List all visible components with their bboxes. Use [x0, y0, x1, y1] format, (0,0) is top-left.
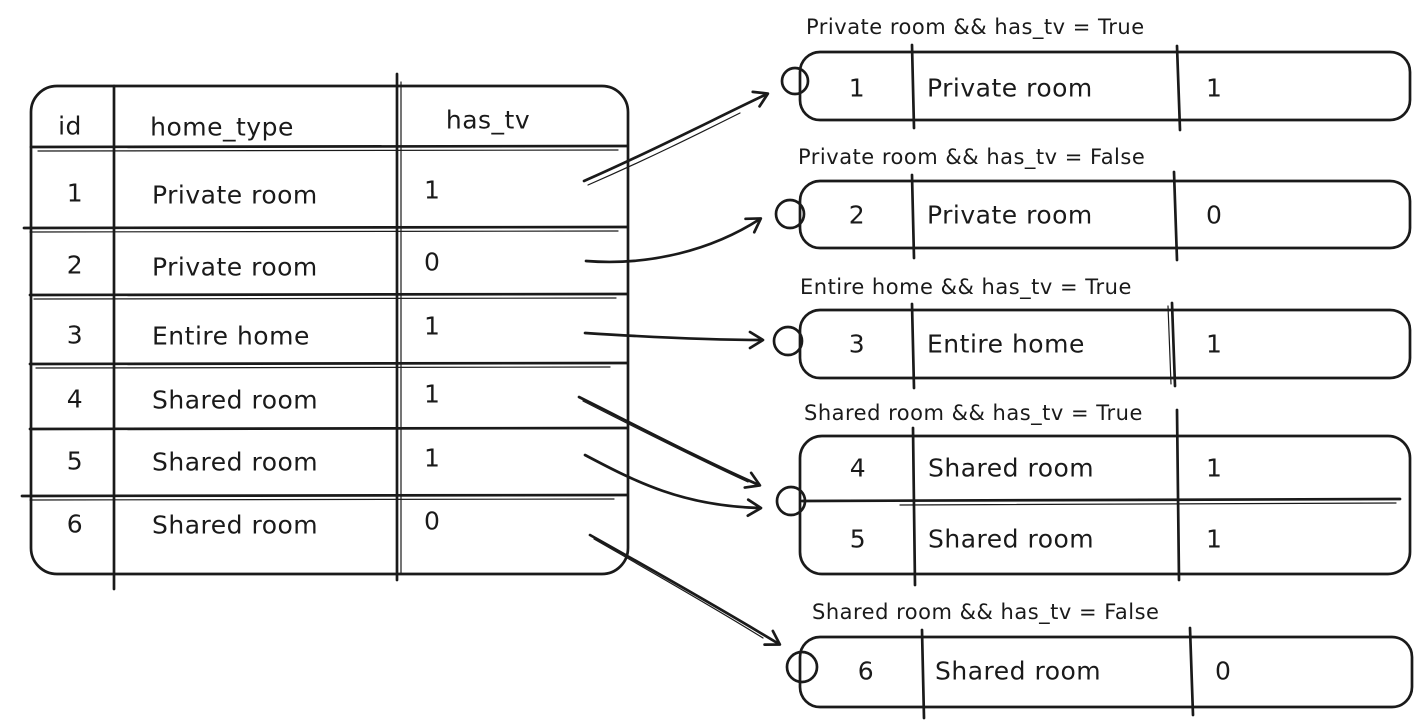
group-cell-home-type: Shared room — [928, 453, 1095, 483]
group-5-connector-circle — [785, 650, 819, 684]
arrow-row5-to-group4 — [583, 453, 763, 518]
arrow-row3-to-group3 — [583, 330, 765, 350]
group-2-box — [798, 179, 1412, 250]
table-row-divider-1-echo — [29, 230, 619, 233]
table-cell-has-tv: 0 — [424, 247, 441, 277]
group-cell-has-tv: 1 — [1206, 453, 1223, 483]
table-row-divider-3 — [28, 361, 629, 366]
table-cell-home-type: Shared room — [152, 447, 319, 477]
group-2-col-divider-2 — [1172, 170, 1179, 262]
group-cell-has-tv: 0 — [1206, 200, 1223, 230]
table-row-divider-1 — [22, 225, 629, 230]
group-1-col-divider-2 — [1175, 44, 1182, 132]
table-cell-has-tv: 1 — [424, 175, 441, 205]
col-header-home-type: home_type — [150, 112, 294, 142]
group-3-label: Entire home && has_tv = True — [800, 275, 1132, 299]
group-cell-id: 3 — [848, 329, 866, 359]
table-cell-home-type: Private room — [152, 252, 318, 282]
source-table-outline — [29, 84, 630, 576]
group-cell-id: 6 — [857, 656, 875, 686]
table-cell-id: 3 — [66, 320, 84, 350]
group-4-box — [798, 434, 1412, 576]
table-cell-home-type: Entire home — [152, 321, 310, 351]
group-cell-has-tv: 1 — [1206, 329, 1223, 359]
group-cell-home-type: Shared room — [935, 656, 1102, 686]
table-header-divider — [29, 144, 629, 149]
group-3-box — [798, 308, 1412, 380]
arrow-row1-echo — [587, 112, 741, 186]
group-5-label: Shared room && has_tv = False — [812, 600, 1160, 624]
group-4-connector-circle — [775, 485, 807, 517]
arrow-row1-to-group1 — [582, 90, 770, 183]
group-cell-home-type: Shared room — [928, 524, 1095, 554]
group-1-box — [798, 50, 1412, 122]
table-cell-home-type: Shared room — [152, 385, 319, 415]
group-1-label: Private room && has_tv = True — [806, 15, 1145, 39]
table-cell-home-type: Private room — [152, 180, 318, 210]
group-3-col-divider-2-echo — [1167, 305, 1172, 385]
table-cell-home-type: Shared room — [152, 510, 319, 540]
group-cell-id: 4 — [849, 453, 867, 483]
col-header-has-tv: has_tv — [445, 105, 531, 135]
table-cell-has-tv: 0 — [424, 506, 441, 536]
group-3-connector-circle — [772, 325, 804, 357]
table-row-divider-3-echo — [35, 366, 611, 369]
group-cell-has-tv: 1 — [1206, 524, 1223, 554]
group-3-col-divider-2 — [1170, 301, 1177, 388]
table-row-divider-2-echo — [33, 297, 617, 300]
group-cell-id: 2 — [848, 200, 866, 230]
group-5-col-divider-1 — [920, 628, 926, 720]
arrow-row4-echo — [582, 400, 749, 483]
group-4-row-divider-echo — [899, 502, 1397, 506]
table-row-divider-5 — [20, 493, 629, 498]
table-cell-has-tv: 1 — [424, 311, 441, 341]
group-4-label: Shared room && has_tv = True — [804, 401, 1143, 425]
group-cell-home-type: Private room — [927, 73, 1093, 103]
group-2-connector-circle — [774, 198, 806, 230]
arrow-row2-to-group2 — [584, 217, 763, 264]
group-cell-has-tv: 0 — [1215, 656, 1232, 686]
group-2-col-divider-1 — [910, 173, 916, 260]
table-header-divider-echo — [37, 149, 619, 152]
group-cell-id: 5 — [849, 524, 867, 554]
table-row-divider-4 — [28, 426, 629, 431]
arrow-row6-echo — [593, 538, 764, 639]
group-2-label: Private room && has_tv = False — [798, 145, 1146, 169]
table-row-divider-2 — [28, 292, 629, 297]
group-cell-has-tv: 1 — [1206, 73, 1223, 103]
group-4-col-divider-1 — [911, 426, 917, 587]
table-cell-id: 5 — [66, 446, 84, 476]
group-cell-id: 1 — [848, 73, 866, 103]
table-cell-has-tv: 1 — [424, 379, 441, 409]
table-cell-id: 2 — [66, 250, 84, 280]
group-cell-home-type: Entire home — [927, 329, 1085, 359]
group-cell-home-type: Private room — [927, 200, 1093, 230]
table-cell-id: 1 — [66, 178, 84, 208]
group-4-col-divider-2 — [1175, 408, 1181, 582]
group-3-col-divider-1 — [910, 302, 916, 390]
group-1-col-divider-1 — [910, 43, 916, 130]
arrow-row6-to-group5 — [588, 533, 782, 646]
group-5-col-divider-2 — [1188, 626, 1195, 717]
col-header-id: id — [58, 111, 82, 141]
table-cell-id: 4 — [66, 384, 84, 414]
table-row-divider-5-echo — [29, 498, 615, 501]
group-4-row-divider — [800, 497, 1402, 503]
table-cell-id: 6 — [66, 509, 84, 539]
arrow-row4-to-group4 — [577, 395, 762, 489]
table-cell-has-tv: 1 — [424, 443, 441, 473]
group-5-box — [798, 635, 1414, 709]
group-1-connector-circle — [780, 66, 810, 96]
